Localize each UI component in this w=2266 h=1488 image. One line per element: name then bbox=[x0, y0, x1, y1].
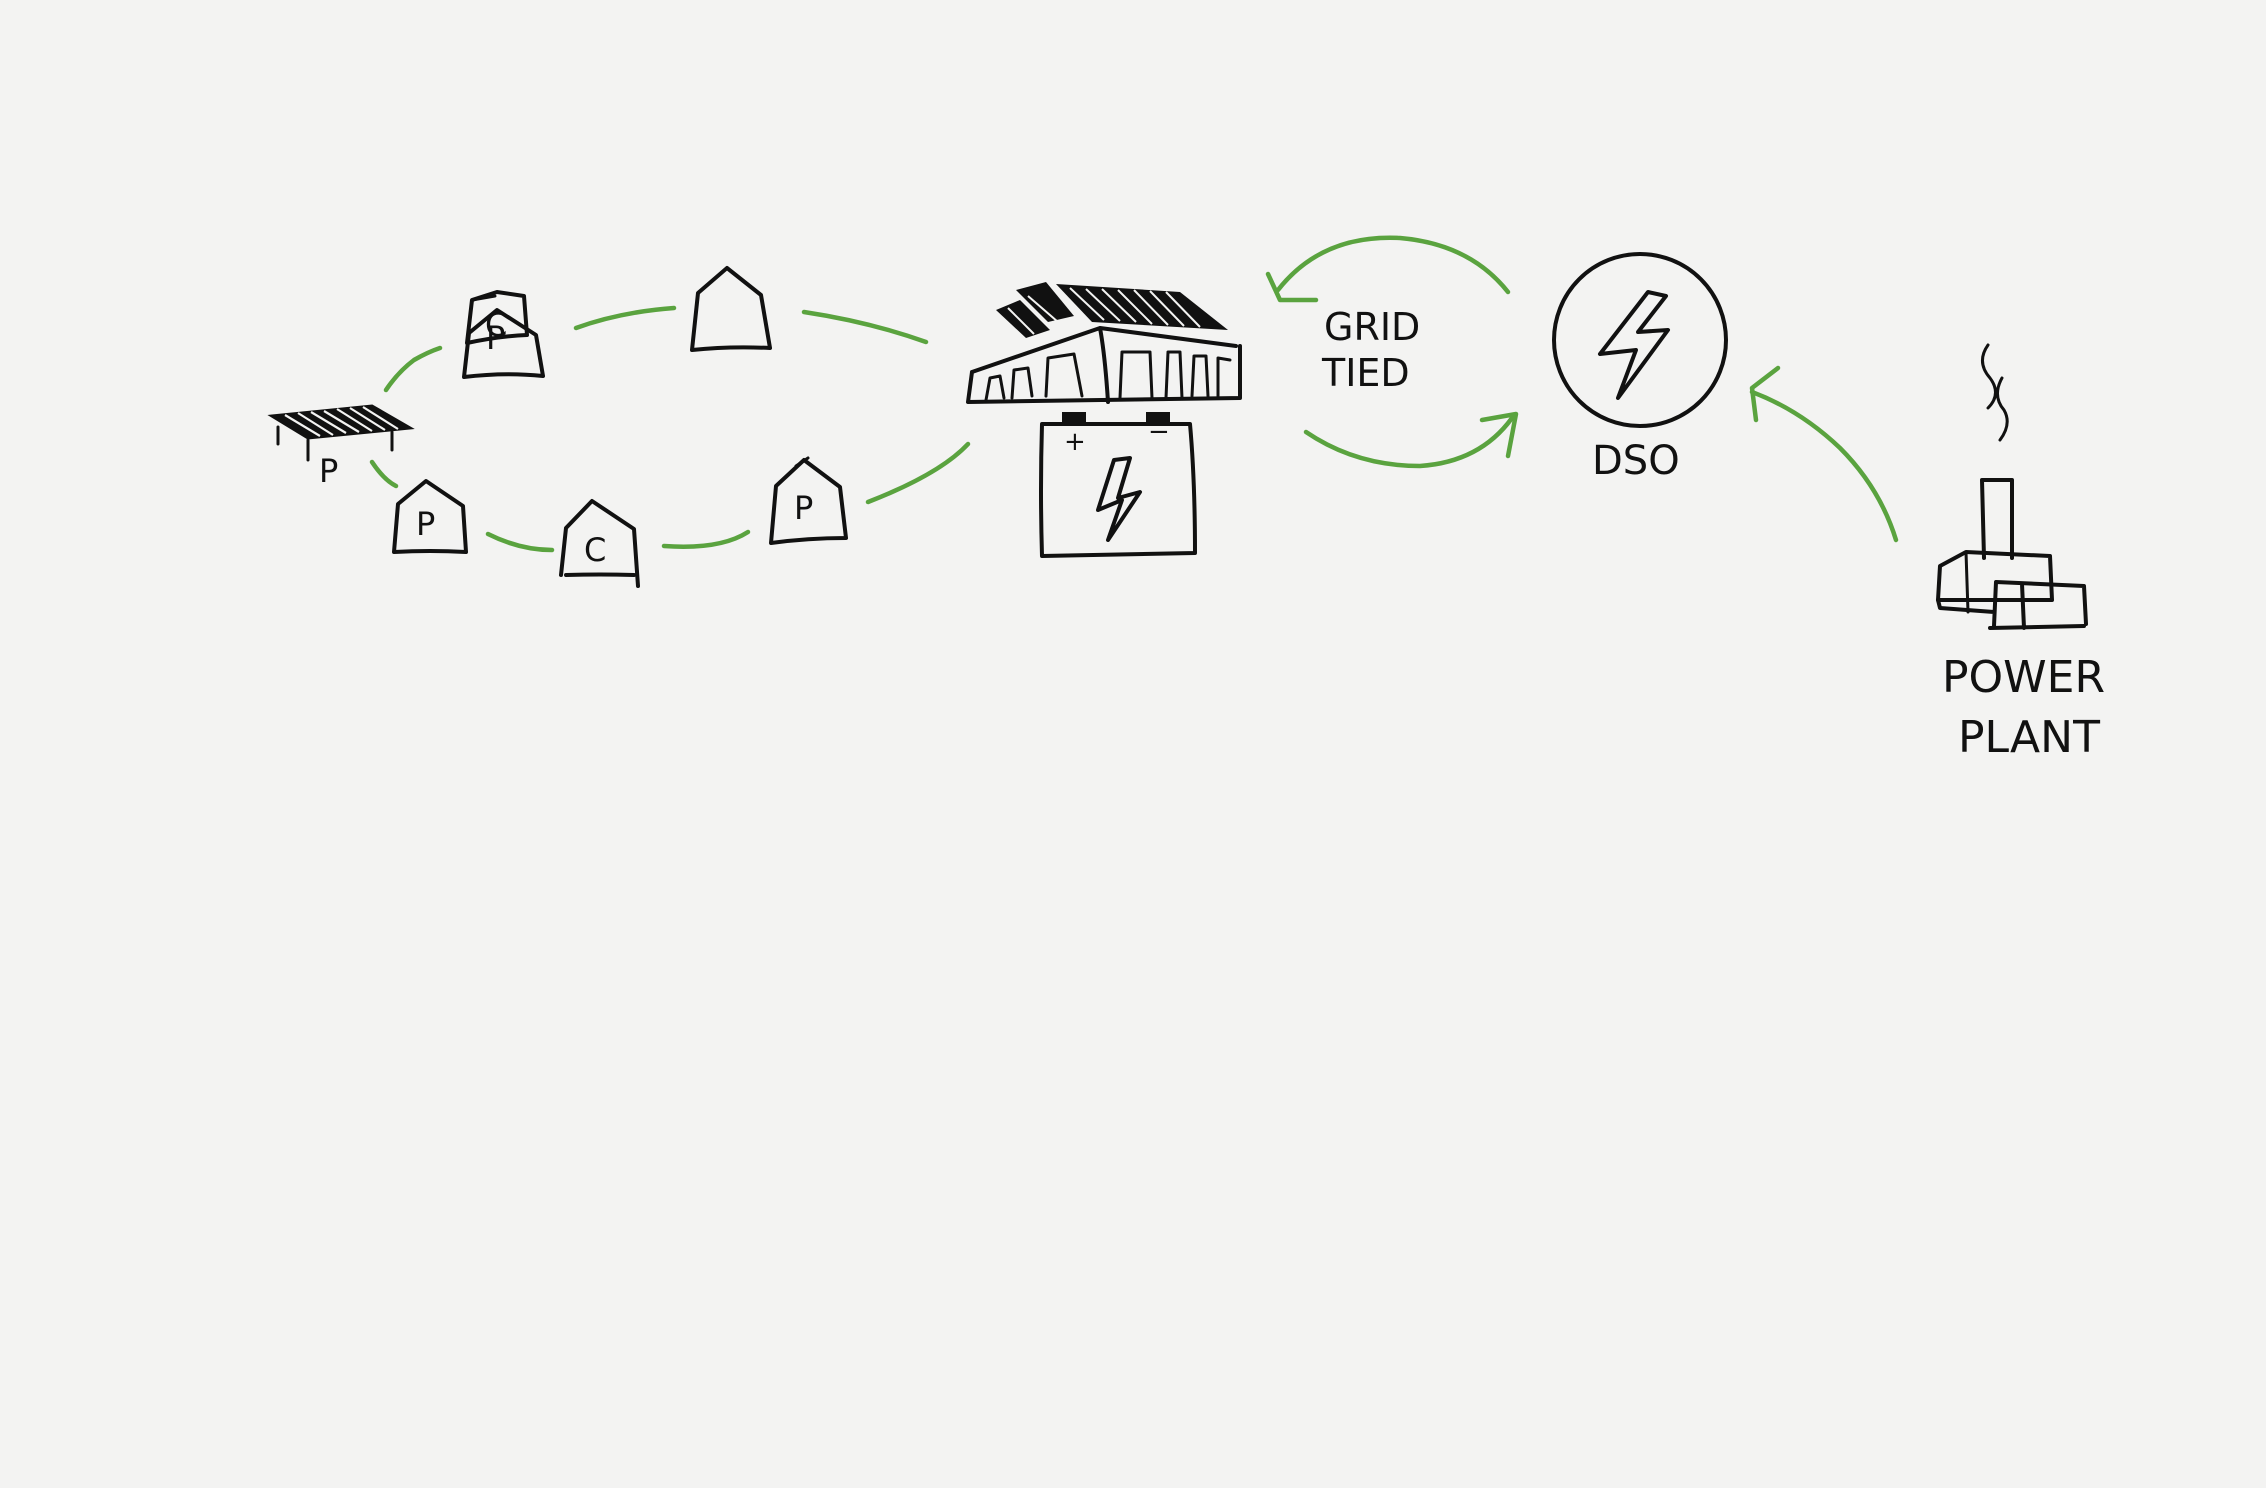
carport-letter: P bbox=[319, 452, 338, 490]
factory-icon bbox=[1936, 478, 2088, 630]
flow-house-bottom-2-to-house-bottom-3 bbox=[661, 529, 751, 549]
grid-exchange bbox=[1265, 235, 1899, 543]
battery-icon: + − bbox=[1039, 412, 1197, 558]
dso-label: DSO bbox=[1592, 438, 1680, 484]
power-plant-line2: PLANT bbox=[1958, 712, 2100, 763]
house-top-2-letter: C bbox=[485, 306, 507, 344]
arrowhead-icon bbox=[1479, 411, 1519, 459]
house-bottom-3-letter: P bbox=[794, 489, 813, 527]
house-top-2: C bbox=[462, 306, 545, 379]
solar-building-icon bbox=[966, 282, 1242, 404]
house-icon bbox=[690, 266, 772, 352]
house-icon bbox=[462, 308, 545, 379]
house-top-1: P bbox=[465, 290, 529, 357]
community-loop bbox=[369, 305, 971, 553]
flow-house-top-1-to-house-top-2 bbox=[573, 305, 677, 331]
house-icon bbox=[769, 456, 848, 545]
lightning-bolt-icon bbox=[1096, 456, 1142, 542]
house-top-3: C bbox=[690, 266, 772, 352]
arrowhead-icon bbox=[1265, 271, 1319, 303]
power-plant-line1: POWER bbox=[1942, 652, 2105, 703]
flow-house-top-2-to-building bbox=[801, 309, 929, 345]
arrowhead-icon bbox=[1749, 365, 1781, 423]
flow-carport-to-house-bottom-1 bbox=[369, 459, 399, 489]
power-plant-node: POWER PLANT bbox=[1936, 343, 2105, 763]
flow-house-bottom-3-to-building bbox=[865, 441, 971, 505]
arrow-power-plant-to-dso bbox=[1749, 389, 1899, 543]
arrow-building-to-dso bbox=[1303, 415, 1515, 469]
solar-carport-icon: P bbox=[267, 404, 415, 490]
house-icon bbox=[392, 479, 468, 554]
smoke-icon bbox=[1981, 343, 2009, 442]
battery-plus: + bbox=[1064, 427, 1086, 457]
house-bottom-2: C bbox=[559, 499, 640, 588]
house-icon bbox=[465, 290, 529, 345]
grid-tied-line2: TIED bbox=[1321, 351, 1410, 395]
house-bottom-1: P bbox=[392, 479, 468, 554]
house-bottom-1-letter: P bbox=[416, 505, 435, 543]
flow-house-bottom-1-to-house-bottom-2 bbox=[485, 531, 555, 553]
dso-node: DSO bbox=[1552, 252, 1728, 484]
grid-tied-line1: GRID bbox=[1324, 305, 1420, 349]
grid-tied-label: GRID TIED bbox=[1321, 305, 1420, 395]
house-top-1-letter: P bbox=[486, 319, 505, 357]
arrow-dso-to-building bbox=[1275, 235, 1511, 295]
battery-minus: − bbox=[1148, 417, 1170, 447]
flow-carport-to-house-top-1 bbox=[383, 345, 443, 393]
lightning-bolt-icon bbox=[1598, 290, 1670, 400]
house-bottom-3: P bbox=[769, 456, 848, 545]
house-icon bbox=[559, 499, 640, 588]
house-bottom-2-letter: C bbox=[584, 531, 606, 569]
